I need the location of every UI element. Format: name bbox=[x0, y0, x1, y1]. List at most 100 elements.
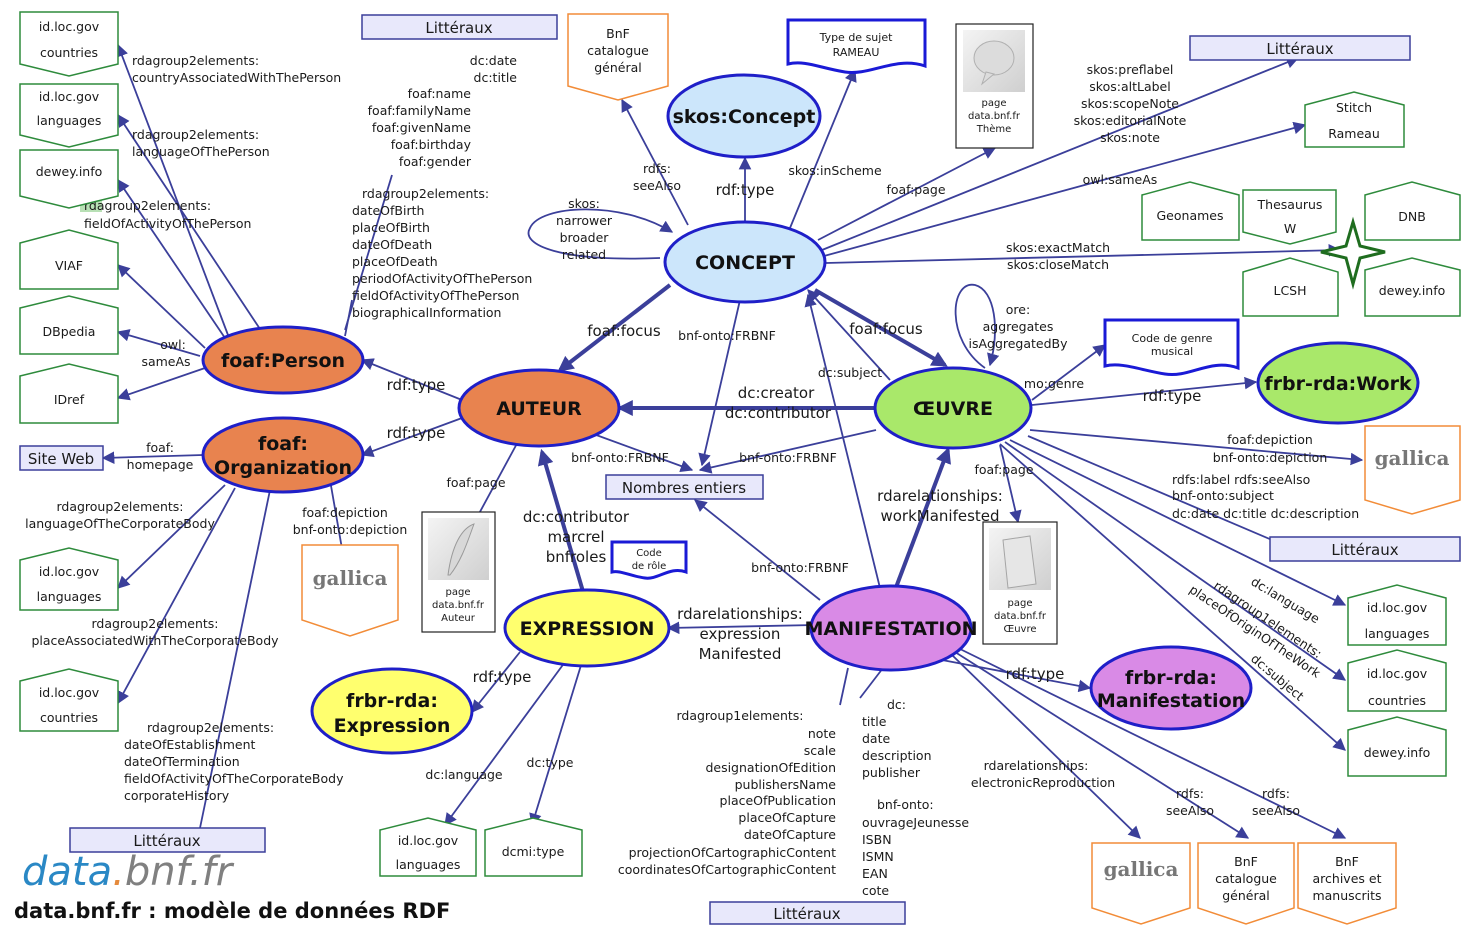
svg-text:placeOfPublication: placeOfPublication bbox=[720, 793, 836, 808]
oeuvre-node: ŒUVRE bbox=[873, 366, 1033, 450]
svg-text:publishersName: publishersName bbox=[735, 777, 837, 792]
label-owl-sameas-left: owl: sameAs bbox=[141, 337, 190, 369]
label-foaf-focus-oeuvre: foaf:focus bbox=[849, 320, 923, 338]
auteur-node: AUTEUR bbox=[457, 368, 621, 448]
gallica-box-right: gallica bbox=[1364, 425, 1461, 515]
svg-text:bnf-onto:subject: bnf-onto:subject bbox=[1172, 488, 1274, 503]
svg-text:publisher: publisher bbox=[862, 765, 921, 780]
expression-node: EXPRESSION bbox=[503, 588, 671, 668]
svg-text:id.loc.gov: id.loc.gov bbox=[39, 564, 100, 579]
svg-text:gallica: gallica bbox=[1104, 857, 1179, 881]
svg-text:languageOfTheCorporateBody: languageOfTheCorporateBody bbox=[25, 516, 215, 531]
svg-text:broader: broader bbox=[560, 230, 610, 245]
svg-text:fieldOfActivityOfTheCorporateB: fieldOfActivityOfTheCorporateBody bbox=[124, 771, 344, 786]
label-foaf-page-oeuvre: foaf:page bbox=[974, 462, 1033, 477]
label-field-person: rdagroup2elements: fieldOfActivityOfTheP… bbox=[80, 198, 251, 231]
litteraux-box-bottom: Littéraux bbox=[709, 901, 906, 925]
svg-text:fieldOfActivityOfThePerson: fieldOfActivityOfThePerson bbox=[84, 216, 251, 231]
svg-text:data.bnf.fr: data.bnf.fr bbox=[968, 111, 1021, 122]
svg-text:dateOfBirth: dateOfBirth bbox=[352, 203, 424, 218]
svg-text:LCSH: LCSH bbox=[1273, 283, 1306, 298]
svg-text:date: date bbox=[862, 731, 890, 746]
svg-text:Site Web: Site Web bbox=[28, 450, 94, 468]
label-ore: ore: aggregates isAggregatedBy bbox=[968, 302, 1068, 351]
svg-text:rdagroup2elements:: rdagroup2elements: bbox=[56, 499, 183, 514]
label-dc-language-bottom: dc:language bbox=[425, 767, 503, 782]
svg-text:catalogue: catalogue bbox=[1215, 871, 1277, 886]
svg-text:scale: scale bbox=[804, 743, 837, 758]
label-foaf-focus-auteur: foaf:focus bbox=[587, 322, 661, 340]
svg-text:dateOfTermination: dateOfTermination bbox=[124, 754, 240, 769]
edges bbox=[101, 43, 1364, 839]
svg-text:sameAs: sameAs bbox=[141, 354, 190, 369]
idloc-languages-box-2: id.loc.gov languages bbox=[19, 547, 119, 611]
label-lang-corp: rdagroup2elements: languageOfTheCorporat… bbox=[25, 499, 215, 531]
label-language-person: rdagroup2elements: languageOfThePerson bbox=[132, 127, 270, 159]
svg-text:rdfs:: rdfs: bbox=[643, 161, 671, 176]
svg-text:frbr-rda:Work: frbr-rda:Work bbox=[1264, 373, 1412, 395]
svg-text:DNB: DNB bbox=[1398, 209, 1426, 224]
svg-text:countries: countries bbox=[1368, 693, 1426, 708]
svg-text:electronicReproduction: electronicReproduction bbox=[971, 775, 1115, 790]
page-auteur-card: page data.bnf.fr Auteur bbox=[421, 511, 496, 633]
bottom-resources: id.loc.gov languages dcmi:type Littéraux… bbox=[379, 817, 1397, 925]
data-bnf-logo: data.bnf.fr bbox=[22, 850, 232, 894]
label-rdf-type-manif: rdf:type bbox=[1006, 665, 1065, 683]
svg-text:page: page bbox=[1008, 598, 1033, 609]
svg-text:description: description bbox=[862, 748, 932, 763]
label-country-assoc: rdagroup2elements: countryAssociatedWith… bbox=[132, 53, 341, 85]
svg-text:Code: Code bbox=[636, 548, 662, 559]
label-mo-genre: mo:genre bbox=[1024, 376, 1084, 391]
bnf-catalogue-box-bottom: BnF catalogue général bbox=[1197, 842, 1295, 925]
svg-text:countryAssociatedWithThePerson: countryAssociatedWithThePerson bbox=[132, 70, 341, 85]
svg-text:expression: expression bbox=[700, 625, 781, 643]
svg-text:countries: countries bbox=[40, 710, 98, 725]
middle-resources: Code de genre musical Nombres entiers Co… bbox=[301, 318, 1461, 777]
svg-text:languageOfThePerson: languageOfThePerson bbox=[132, 144, 270, 159]
svg-text:rdagroup2elements:: rdagroup2elements: bbox=[84, 198, 211, 213]
svg-text:languages: languages bbox=[37, 113, 102, 128]
svg-text:ISBN: ISBN bbox=[862, 832, 892, 847]
svg-text:designationOfEdition: designationOfEdition bbox=[705, 760, 836, 775]
svg-text:bnf-onto:depiction: bnf-onto:depiction bbox=[293, 522, 408, 537]
svg-text:note: note bbox=[808, 726, 836, 741]
svg-text:corporateHistory: corporateHistory bbox=[124, 788, 230, 803]
svg-text:skos:exactMatch: skos:exactMatch bbox=[1006, 240, 1110, 255]
svg-text:Manifested: Manifested bbox=[699, 645, 782, 663]
svg-text:narrower: narrower bbox=[556, 213, 613, 228]
svg-text:général: général bbox=[594, 60, 642, 75]
svg-text:Organization: Organization bbox=[214, 457, 352, 479]
geonames-box: Geonames bbox=[1141, 181, 1240, 241]
svg-text:id.loc.gov: id.loc.gov bbox=[1367, 600, 1428, 615]
site-web-box: Site Web bbox=[19, 445, 104, 471]
svg-text:Rameau: Rameau bbox=[1328, 126, 1380, 141]
dbpedia-box: DBpedia bbox=[19, 295, 119, 355]
label-rda-person: rdagroup2elements: dateOfBirth placeOfBi… bbox=[352, 186, 532, 320]
svg-text:Littéraux: Littéraux bbox=[1331, 541, 1398, 559]
page-theme-card: page data.bnf.fr Thème bbox=[955, 23, 1034, 149]
svg-text:Thesaurus: Thesaurus bbox=[1257, 197, 1323, 212]
foaf-person-node: foaf:Person bbox=[201, 325, 365, 395]
litteraux-box-top: Littéraux bbox=[361, 14, 558, 40]
svg-text:VIAF: VIAF bbox=[55, 258, 83, 273]
svg-text:rdarelationships:: rdarelationships: bbox=[984, 758, 1089, 773]
label-bnf-frbnf-manif: bnf-onto:FRBNF bbox=[751, 560, 849, 575]
manifestation-node: MANIFESTATION bbox=[804, 584, 978, 672]
svg-text:Type de sujet: Type de sujet bbox=[819, 31, 894, 44]
svg-text:Stitch: Stitch bbox=[1336, 100, 1372, 115]
svg-text:skos:note: skos:note bbox=[1100, 130, 1160, 145]
idloc-languages-box-right: id.loc.gov languages bbox=[1347, 584, 1447, 646]
svg-text:id.loc.gov: id.loc.gov bbox=[398, 833, 459, 848]
svg-text:musical: musical bbox=[1151, 345, 1193, 358]
label-rdf-type-work: rdf:type bbox=[1143, 387, 1202, 405]
svg-text:gallica: gallica bbox=[1375, 446, 1450, 470]
svg-text:ISMN: ISMN bbox=[862, 849, 894, 864]
svg-text:rdagroup2elements:: rdagroup2elements: bbox=[362, 186, 489, 201]
label-dc-creator: dc:creator dc:contributor bbox=[725, 384, 832, 422]
label-owl-sameas-right: owl:sameAs bbox=[1083, 172, 1158, 187]
label-foaf-depiction-left: foaf:depiction bnf-onto:depiction bbox=[293, 505, 408, 537]
label-expression-manifested: rdarelationships: expression Manifested bbox=[677, 605, 803, 663]
foaf-organization-node: foaf: Organization bbox=[201, 416, 365, 494]
dnb-box: DNB bbox=[1364, 181, 1461, 241]
